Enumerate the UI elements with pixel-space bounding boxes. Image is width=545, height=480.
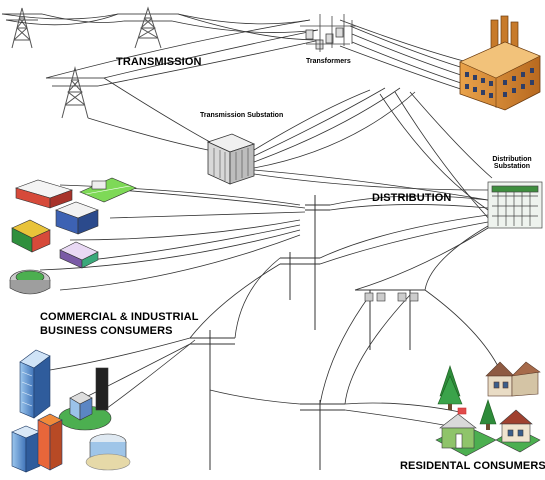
tree-icon <box>479 399 497 430</box>
distribution-substation-label: Distribution Substation <box>482 156 542 170</box>
transmission-wires <box>1 13 476 93</box>
stadium-icon <box>9 269 51 295</box>
distribution-label: DISTRIBUTION <box>372 192 452 204</box>
tree-icon <box>437 365 463 410</box>
commercial-consumers-label: COMMERCIAL & INDUSTRIAL BUSINESS CONSUME… <box>40 310 199 338</box>
power-plant-icon <box>459 15 541 111</box>
office-building-icon <box>55 201 99 235</box>
distribution-substation-label-line2: Substation <box>493 163 531 170</box>
commercial-consumers-label-line2: BUSINESS CONSUMERS <box>40 325 173 337</box>
commercial-consumers-label-line1: COMMERCIAL & INDUSTRIAL <box>40 311 199 323</box>
transmission-substation-label: Transmission Substation <box>200 112 284 119</box>
factory-icon <box>15 179 73 209</box>
office-building-icon <box>59 241 99 269</box>
distribution-wires <box>39 184 501 431</box>
factory-icon <box>79 177 137 203</box>
office-building-icon <box>11 413 63 473</box>
transmission-label: TRANSMISSION <box>116 56 202 68</box>
distribution-substation-icon <box>487 181 543 229</box>
house-icon <box>435 413 497 457</box>
transmission-tower-icon <box>2 7 42 49</box>
distribution-substation-label-line1: Distribution <box>492 156 532 163</box>
office-building-icon <box>85 433 131 471</box>
residential-consumers-label: RESIDENTAL CONSUMERS <box>400 460 545 472</box>
transformer-icon <box>364 292 419 302</box>
house-icon <box>457 407 467 415</box>
transmission-tower-icon <box>46 66 104 119</box>
office-building-icon <box>58 367 112 431</box>
utility-pole-icon <box>190 195 425 470</box>
transmission-tower-icon <box>118 6 178 49</box>
house-icon <box>495 409 541 453</box>
transformers-label: Transformers <box>306 58 351 65</box>
house-icon <box>485 361 541 397</box>
transformer-icon <box>300 14 356 52</box>
substation-icon <box>206 133 256 185</box>
office-building-icon <box>11 219 51 253</box>
office-building-icon <box>19 349 51 419</box>
